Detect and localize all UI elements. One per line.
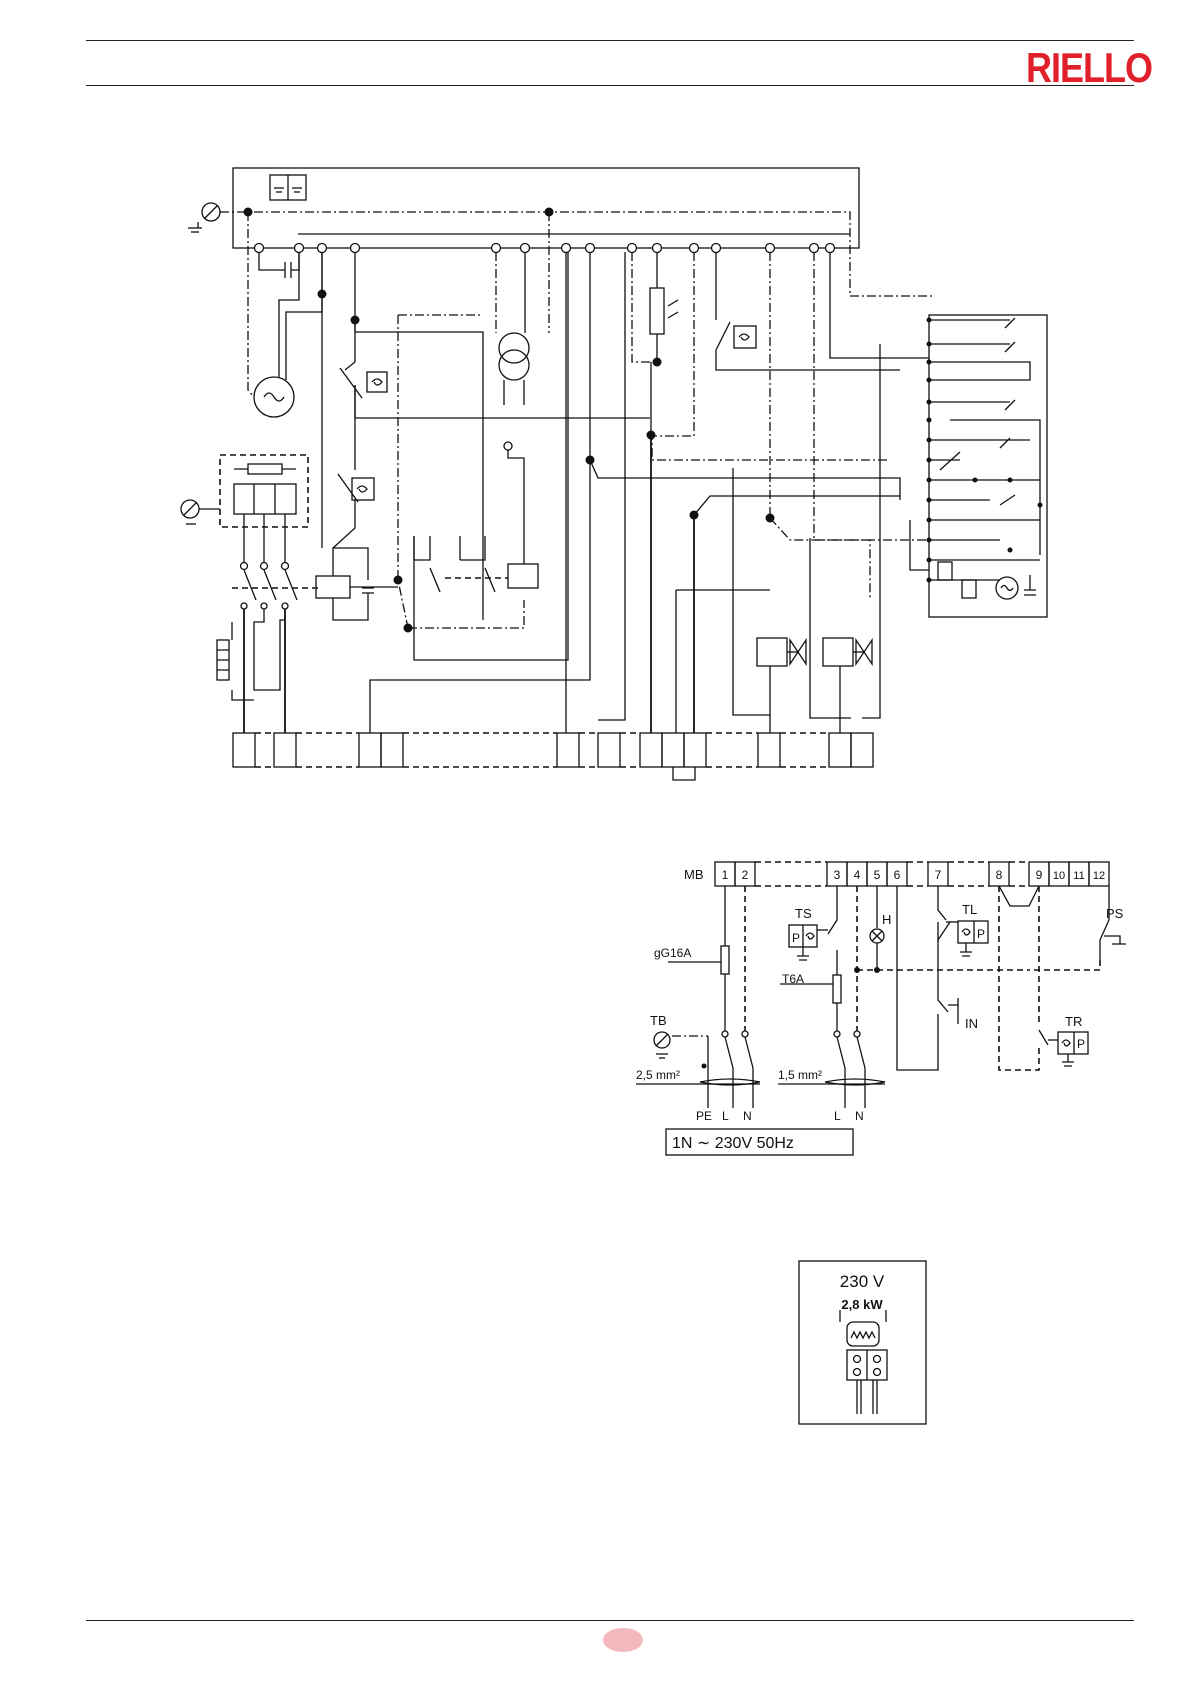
l-label-main: L — [722, 1109, 729, 1123]
fuse-aux-label: T6A — [782, 972, 804, 986]
mb-terminal-8: 8 — [996, 868, 1003, 882]
mb-terminal-1: 1 — [722, 868, 729, 882]
n-label-aux: N — [855, 1109, 864, 1123]
earth-icon — [188, 203, 220, 232]
mb-terminal-10: 10 — [1053, 870, 1065, 882]
photocell-icon — [650, 288, 664, 334]
relay-box-terminal-dots — [927, 318, 1043, 583]
mb-terminal-9: 9 — [1036, 868, 1043, 882]
mb-terminal-5: 5 — [874, 868, 881, 882]
contactor-coil-icon — [316, 576, 350, 598]
heater-voltage: 230 V — [840, 1272, 885, 1291]
motor-icon — [254, 377, 294, 417]
mb-terminal-diagram: MB 1 2 3 4 5 6 7 8 9 10 — [636, 862, 1126, 1155]
section-main-label: 2,5 mm² — [636, 1068, 680, 1082]
burner-terminal-strip — [233, 733, 873, 780]
tl-p-label: P — [977, 927, 985, 941]
tr-label: TR — [1065, 1014, 1082, 1029]
earth-icon-2 — [181, 500, 199, 524]
gas-valve-1-icon — [757, 638, 806, 666]
h-label: H — [882, 912, 891, 927]
relay-box — [929, 315, 1047, 617]
ts-p-label: P — [792, 931, 800, 945]
mb-terminal-block — [715, 862, 1109, 886]
mb-terminal-12: 12 — [1093, 870, 1105, 882]
heater-connector-icon — [840, 1310, 887, 1414]
mb-terminal-6: 6 — [894, 868, 901, 882]
timer-icon — [508, 564, 538, 588]
relay-motor-icon — [996, 577, 1018, 599]
lamp-icon — [870, 929, 884, 943]
transformer-icon — [499, 333, 529, 405]
mb-terminal-3: 3 — [834, 868, 841, 882]
mb-terminal-4: 4 — [854, 868, 861, 882]
mb-terminal-7: 7 — [935, 868, 942, 882]
ts-label: TS — [795, 906, 812, 921]
tl-label: TL — [962, 902, 977, 917]
fuse-main-icon — [721, 946, 729, 974]
tb-label: TB — [650, 1013, 667, 1028]
fuse-main-label: gG16A — [654, 946, 691, 960]
n-label-main: N — [743, 1109, 752, 1123]
earth-terminal-tb-icon — [654, 1032, 670, 1058]
mb-label: MB — [684, 867, 704, 882]
l-label-aux: L — [834, 1109, 841, 1123]
heater-power: 2,8 kW — [841, 1297, 883, 1312]
pressure-switch-icon — [367, 372, 387, 392]
supply-label: 1N ∼ 230V 50Hz — [672, 1135, 794, 1152]
pe-label: PE — [696, 1109, 712, 1123]
tr-p-label: P — [1077, 1037, 1085, 1051]
gas-valve-2-icon — [823, 638, 872, 666]
section-aux-label: 1,5 mm² — [778, 1068, 822, 1082]
mb-terminal-2: 2 — [742, 868, 749, 882]
control-box — [233, 168, 859, 248]
mb-terminal-11: 11 — [1073, 870, 1084, 882]
in-label: IN — [965, 1016, 978, 1031]
heater-rating-box: 230 V 2,8 kW — [799, 1261, 926, 1424]
fuse-aux-icon — [833, 975, 841, 1003]
main-wiring-diagram — [181, 168, 1047, 780]
